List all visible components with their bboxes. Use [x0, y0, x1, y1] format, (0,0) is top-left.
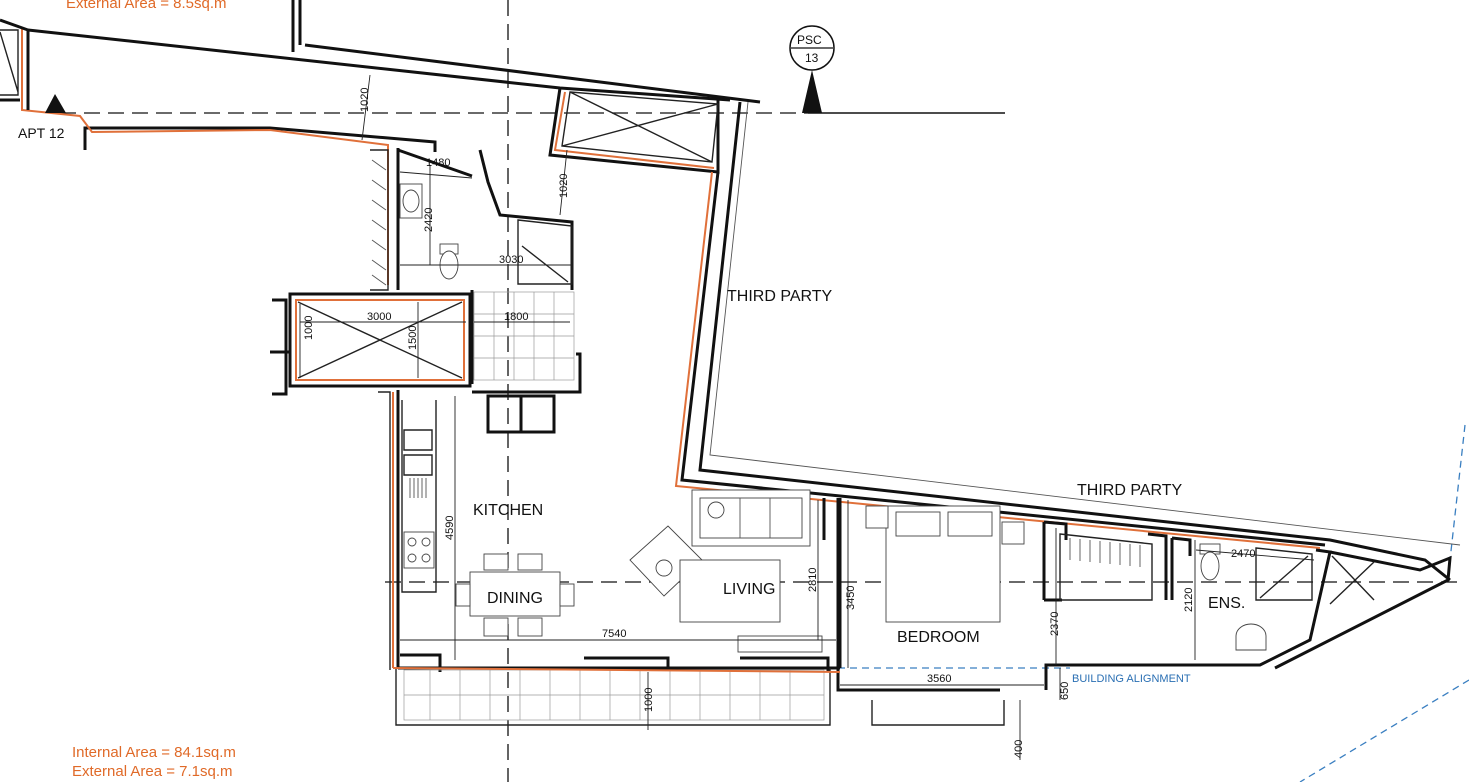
dim-2470: 2470: [1231, 548, 1255, 560]
third-party-label-b: THIRD PARTY: [1077, 482, 1183, 499]
ensuite-basin-icon: [1235, 623, 1267, 651]
terrace-south-tile-grid: [404, 670, 824, 720]
right-corner-void: [1274, 550, 1452, 670]
top-corridor-wall-lower: [83, 126, 437, 152]
right-party-wall-inner: [680, 171, 1326, 547]
third-party-outline: [709, 101, 1461, 546]
dim-400: 400: [1013, 740, 1025, 758]
lightwell-mid-void: [297, 301, 463, 379]
washbasin-icon: [399, 183, 423, 219]
ensuite-walls: [1044, 536, 1332, 690]
dim-1500: 1500: [407, 326, 419, 350]
ensuite-toilet-icon: [1199, 543, 1221, 581]
living-label: LIVING: [723, 581, 775, 598]
dim-2120: 2120: [1183, 588, 1195, 612]
dim-3000: 3000: [367, 311, 391, 323]
dim-7540: 7540: [602, 628, 626, 640]
section-arrow-left: [45, 94, 66, 113]
orange-boundary-terrace: [392, 667, 841, 673]
toilet-icon: [439, 243, 459, 280]
fridge-block: [486, 394, 556, 434]
dim-4590: 4590: [444, 516, 456, 540]
tv-unit-icon: [737, 635, 823, 653]
dim-1000-a: 1000: [303, 316, 315, 340]
dim-1020-a: 1020: [359, 88, 371, 112]
dim-2420: 2420: [423, 208, 435, 232]
blue-boundary-right: [1299, 424, 1469, 782]
dim-1000-b: 1000: [643, 688, 655, 712]
dim-3030: 3030: [499, 254, 523, 266]
external-area-bottom: External Area = 7.1sq.m: [72, 763, 233, 780]
third-party-label-a: THIRD PARTY: [727, 288, 833, 305]
terrace-bedroom: [871, 700, 1005, 726]
ensuite-label: ENS.: [1208, 595, 1245, 612]
left-stub-walls: [0, 18, 30, 110]
hatch-lines: [371, 159, 387, 286]
kitchen-left-window: [378, 391, 391, 670]
ensuite-shower: [1255, 547, 1313, 601]
lightwell-mid-left: [270, 298, 290, 396]
top-stub-walls: [291, 0, 761, 104]
lightwell-mid-wall: [288, 292, 472, 388]
dim-1800: 1800: [504, 311, 528, 323]
apt-label: APT 12: [18, 125, 65, 141]
dining-table-icon: [455, 553, 575, 637]
coffee-table-icon: [679, 559, 781, 623]
wardrobe-box: [1059, 533, 1153, 601]
drainer-lines: [409, 478, 427, 498]
dim-1020-b: 1020: [558, 174, 570, 198]
dim-1480: 1480: [426, 157, 450, 169]
right-party-wall-outer: [698, 101, 1451, 582]
top-corridor-wall-upper: [27, 28, 731, 102]
section-number: 13: [805, 51, 819, 65]
terrace-south: [395, 668, 831, 726]
shower-tray: [517, 219, 573, 285]
right-void-cross: [1329, 555, 1375, 605]
lightwell-top-wall: [548, 87, 720, 174]
dim-2810: 2810: [807, 568, 819, 592]
kitchen-counter: [401, 400, 437, 593]
bathroom-partition: [470, 290, 582, 394]
bed-icon: [865, 505, 1025, 623]
wardrobe-walls: [1042, 520, 1168, 602]
internal-area: Internal Area = 84.1sq.m: [72, 744, 236, 761]
cooktop-icon: [403, 531, 435, 569]
hatched-wall-left: [370, 149, 389, 291]
bedroom-label: BEDROOM: [897, 629, 980, 646]
wardrobe-hangers: [1069, 538, 1141, 567]
sofa-icon: [691, 489, 811, 547]
dining-label: DINING: [487, 590, 543, 607]
lightwell-top-void: [561, 91, 719, 163]
orange-boundary-right: [674, 171, 1321, 549]
dim-2370: 2370: [1049, 612, 1061, 636]
dim-3560: 3560: [927, 673, 951, 685]
bathroom-tile-grid: [474, 292, 574, 380]
lightwell-mid-orange: [295, 299, 465, 381]
orange-boundary-lightwell: [553, 91, 715, 169]
bathroom-wall-top: [397, 148, 473, 178]
building-alignment-label: BUILDING ALIGNMENT: [1072, 673, 1191, 685]
external-area-top: External Area = 8.5sq.m: [66, 0, 227, 12]
dim-lines: [299, 74, 1315, 760]
orange-boundary-top: [21, 28, 389, 285]
left-window: [0, 29, 19, 96]
section-marker: [789, 25, 835, 113]
bedroom-left-wall: [822, 498, 842, 668]
kitchen-label: KITCHEN: [473, 502, 543, 519]
bathroom-chimney: [478, 149, 574, 290]
dining-bottom-wall: [400, 653, 830, 672]
dim-650: 650: [1059, 682, 1071, 700]
dim-3450: 3450: [845, 586, 857, 610]
section-code: PSC: [797, 33, 822, 47]
